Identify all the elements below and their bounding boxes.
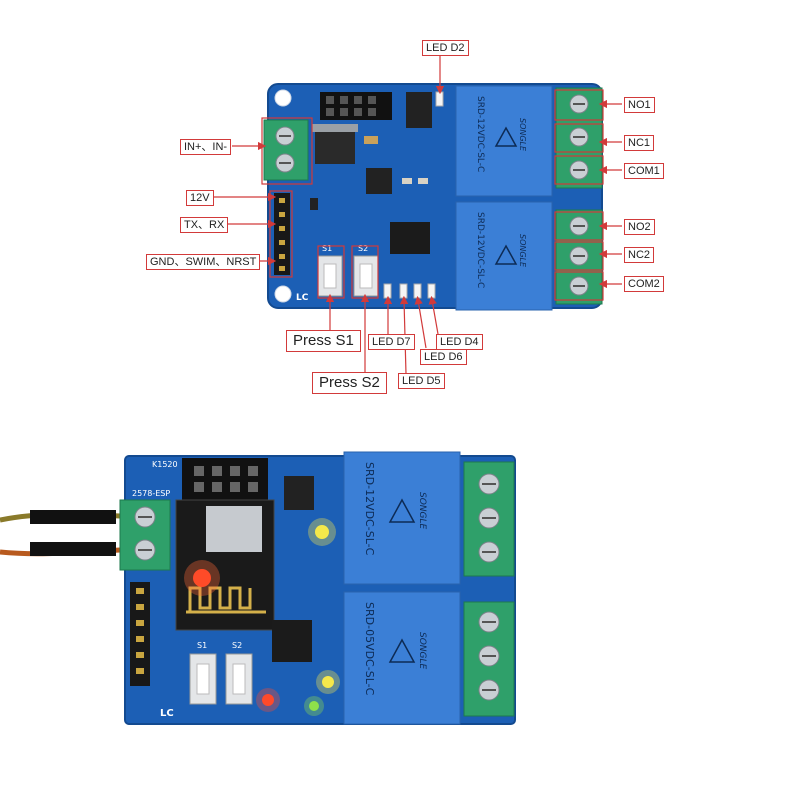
label-gnd-swim-nrst: GND、SWIM、NRST	[146, 254, 261, 270]
label-12v: 12V	[186, 190, 214, 206]
relay-2-bottom-text: SRD-05VDC-SL-C	[363, 602, 376, 696]
button-s2-bottom: S2	[225, 641, 253, 705]
label-press-s1: Press S1	[286, 330, 361, 352]
silk-2578-esp: 2578-ESP	[132, 489, 170, 498]
output-terminal-1-bottom	[463, 461, 515, 577]
top-board: S1 S2 LC SRD-12VDC-SL-C SONGLE SRD-12VDC…	[263, 83, 603, 311]
silk-k1520: K1520	[152, 460, 178, 469]
label-led-d4: LED D4	[436, 334, 483, 350]
label-tx-rx: TX、RX	[180, 217, 229, 233]
relay-1-top-text: SRD-12VDC-SL-C	[475, 96, 485, 172]
label-led-d7: LED D7	[368, 334, 415, 350]
label-com2: COM2	[624, 276, 664, 292]
button-s1-bottom-label: S1	[197, 641, 207, 650]
relay-2-bottom: SRD-05VDC-SL-C SONGLE	[343, 591, 461, 725]
input-terminal-bottom	[119, 499, 171, 571]
relay-1-bottom: SRD-12VDC-SL-C SONGLE	[343, 451, 461, 585]
top-logo: LC	[296, 293, 309, 303]
label-nc2: NC2	[624, 247, 655, 263]
label-led-d5: LED D5	[398, 373, 445, 389]
output-terminal-1	[555, 87, 603, 189]
label-no2: NO2	[624, 219, 655, 235]
button-s2-top-label: S2	[358, 244, 368, 253]
input-wires	[0, 510, 121, 557]
button-s1-bottom: S1	[189, 641, 217, 705]
pin-header-bottom	[130, 582, 150, 686]
label-in-plus-minus: IN+、IN-	[180, 139, 232, 155]
esp-socket	[320, 92, 392, 120]
label-led-d6: LED D6	[420, 349, 467, 365]
output-terminal-2-bottom	[463, 601, 515, 717]
button-s1-top: S1	[317, 244, 343, 297]
relay-2-top-text: SRD-12VDC-SL-C	[475, 212, 485, 288]
relay-1-top-brand: SONGLE	[518, 118, 527, 152]
relay-2-bottom-brand: SONGLE	[417, 632, 427, 670]
relay-1-bottom-brand: SONGLE	[417, 492, 427, 530]
button-s1-top-label: S1	[322, 244, 332, 253]
label-com1: COM1	[624, 163, 664, 179]
relay-2-top-brand: SONGLE	[518, 234, 527, 268]
bottom-logo: LC	[160, 708, 174, 719]
label-press-s2: Press S2	[312, 372, 387, 394]
bottom-board: K1520 2578-ESP	[0, 451, 516, 725]
label-nc1: NC1	[624, 135, 655, 151]
relay-1-bottom-text: SRD-12VDC-SL-C	[363, 462, 376, 556]
label-no1: NO1	[624, 97, 655, 113]
esp8266-module	[175, 458, 275, 631]
input-terminal	[263, 119, 309, 181]
relay-2-top: SRD-12VDC-SL-C SONGLE	[455, 201, 553, 311]
label-led-d2: LED D2	[422, 40, 469, 56]
pin-header	[274, 193, 290, 275]
relay-1-top: SRD-12VDC-SL-C SONGLE	[455, 85, 553, 197]
output-terminal-2	[555, 209, 603, 305]
button-s2-bottom-label: S2	[232, 641, 242, 650]
